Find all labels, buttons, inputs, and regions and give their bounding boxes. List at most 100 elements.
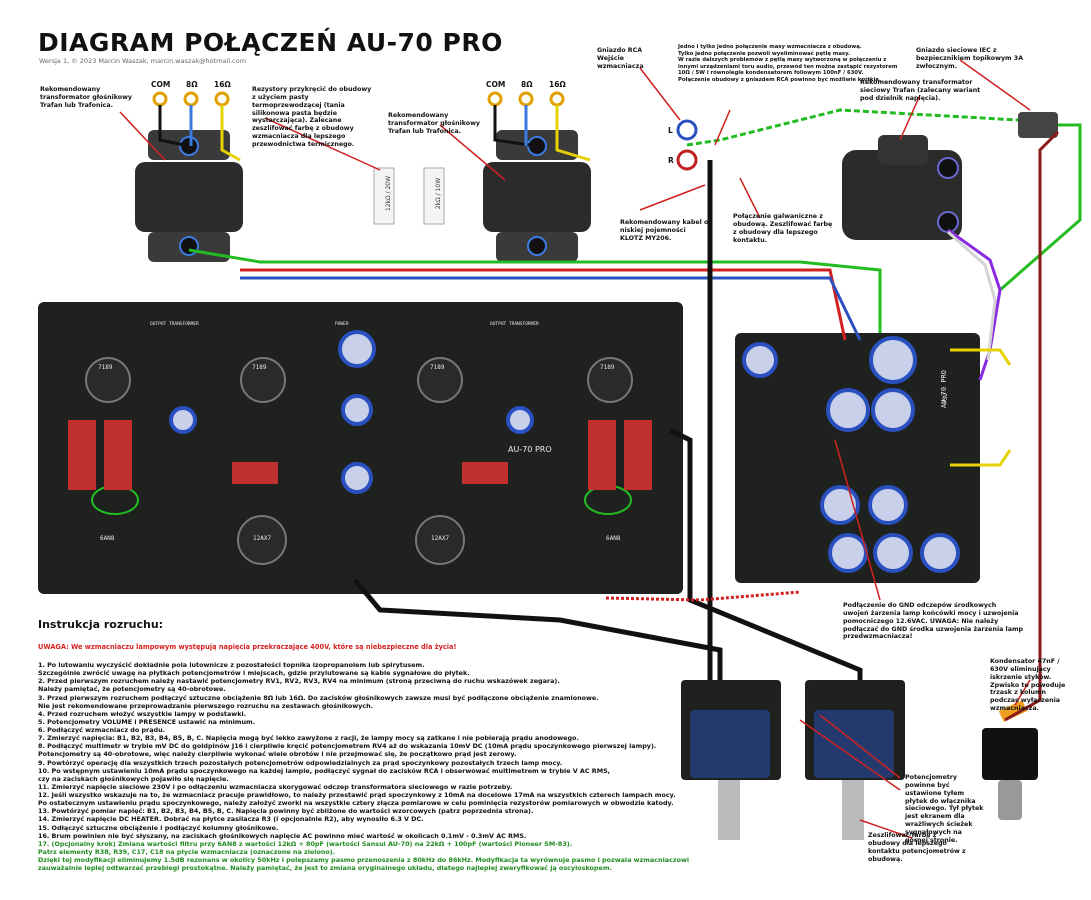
note-pots: Potencjometry powinne być ustawione tyłe… [905, 774, 984, 844]
note-gnd-heater: Podłączenie do GND odczepów środkowych u… [843, 602, 1024, 641]
terminal-8ohm-left: 8Ω [186, 80, 198, 89]
electrolytic-cap [869, 336, 917, 384]
instruction-step: 15. Odłączyć sztuczne obciążenie i podłą… [38, 823, 279, 832]
instruction-step: 12. Jeśli wszystko wskazuje na to, że wz… [38, 791, 676, 799]
speaker-terminals-left [152, 91, 230, 107]
instruction-step: Po ostatecznym ustawieniu prądu spoczynk… [38, 799, 674, 808]
instruction-step: 6. Podłączyć wzmacniacz do prądu. [38, 726, 166, 734]
psu-pcb [735, 333, 980, 583]
electrolytic-cap [820, 485, 860, 525]
tube-socket [415, 515, 465, 565]
instruction-step: 14. Zmierzyć napięcie DC HEATER. Dobrać … [38, 815, 424, 824]
note-transformer-mid: Rekomendowany transformator głośnikowy T… [388, 112, 481, 135]
note-iec: Gniazdo sieciowe IEC z bezpiecznikiem to… [916, 47, 1024, 70]
pot-presence [805, 680, 905, 840]
terminal-16ohm-right: 16Ω [549, 80, 566, 89]
instruction-step: 13. Powtórzyć pomiar napięć: B1, B2, B3,… [38, 807, 534, 816]
instruction-step: 9. Powtórzyć operację dla wszystkich trz… [38, 758, 563, 767]
electrolytic-cap [873, 533, 913, 573]
rca-jack-left [676, 119, 698, 141]
tube-socket [417, 357, 463, 403]
instruction-step: Szczególnie zwrócić uwagę na płytkach po… [38, 669, 470, 678]
rca-label-r: R [668, 156, 674, 165]
electrolytic-cap [169, 406, 197, 434]
instructions-optional-steps: 17. (Opcjonalny krok) Zmiana wartości fi… [38, 840, 708, 873]
note-rca-input: Gniazdo RCA Wejście wzmacniacza [597, 47, 644, 70]
terminal-com-left: COM [151, 80, 171, 89]
output-transformer-left [135, 130, 243, 262]
note-capacitor: Kondensator 47nF / 630V eliminujący iskr… [990, 658, 1066, 713]
electrolytic-cap [868, 485, 908, 525]
film-cap [104, 420, 132, 490]
note-galvanic: Połączenie galwaniczne z obudową. Zeszli… [733, 213, 833, 244]
instruction-step: 16. Brum powinien nie być słyszany, na z… [38, 831, 527, 840]
note-transformer-left: Rekomendowany transformator głośnikowy T… [40, 86, 133, 109]
page-title: DIAGRAM POŁĄCZEŃ AU-70 PRO [38, 28, 503, 57]
film-cap [462, 462, 508, 484]
tube-socket [237, 515, 287, 565]
electrolytic-cap [826, 388, 870, 432]
instruction-step: 3. Przed pierwszym rozruchem podłączyć s… [38, 693, 599, 702]
instruction-step-optional: zauważalnie lepiej odtwarzać przebiegi p… [38, 864, 612, 873]
startup-instructions: Instrukcja rozruchu: UWAGA: We wzmacniac… [38, 618, 708, 872]
power-resistor-2k [423, 167, 445, 225]
switch-capacitor [998, 700, 1028, 722]
connector-label: OUTPUT TRANSFORMER [150, 322, 199, 327]
tube-socket [240, 357, 286, 403]
film-cap [232, 462, 278, 484]
note-cable: Rekomendowany kabel o niskiej pojemności… [620, 219, 709, 242]
resistor-label: 2kΩ / 10W [435, 177, 443, 210]
tube-socket [587, 357, 633, 403]
instruction-step: 8. Podłączyć multimetr w trybie mV DC do… [38, 742, 657, 751]
tube-label: 7189 [98, 364, 113, 371]
instructions-steps: 1. Po lutowaniu wyczyścić dokładnie pola… [38, 661, 708, 840]
note-ground: Jedno i tylko jedno połączenie masy wzma… [678, 44, 898, 84]
psu-pcb-sub: PSU [941, 393, 949, 404]
instruction-step: Potencjometry są 40-obrotowe, więc należ… [38, 750, 517, 759]
driver-tube-label: 12AX7 [253, 535, 272, 542]
instruction-step: 1. Po lutowaniu wyczyścić dokładnie pola… [38, 661, 425, 669]
film-cap [588, 420, 616, 490]
terminal-com-right: COM [486, 80, 506, 89]
instructions-warning: UWAGA: We wzmacniaczu lampowym występują… [38, 643, 457, 651]
output-transformer-right [483, 130, 591, 262]
electrolytic-cap [338, 330, 376, 368]
instruction-step: 7. Zmierzyć napięcia: B1, B2, B3, B4, B5… [38, 734, 579, 743]
electrolytic-cap [871, 388, 915, 432]
rca-label-l: L [668, 126, 673, 135]
mains-switch [982, 728, 1038, 820]
pcb-title: AU-70 PRO [508, 445, 552, 454]
electrolytic-cap [341, 462, 373, 494]
driver-tube-label: 6AN8 [100, 535, 115, 542]
tube-socket [85, 357, 131, 403]
connector-label: POWER [335, 322, 349, 327]
instruction-step: 2. Przed pierwszym rozruchem należy nast… [38, 677, 560, 686]
film-cap [624, 420, 652, 490]
instruction-step: 10. Po wstępnym ustawieniu 10mA prądu sp… [38, 766, 611, 775]
terminal-16ohm-left: 16Ω [214, 80, 231, 89]
note-mains-transformer: Rekomendowany transformator sieciowy Tra… [860, 79, 981, 102]
instruction-step: 5. Potencjometry VOLUME i PRESENCE ustaw… [38, 717, 256, 726]
film-cap [68, 420, 96, 490]
driver-tube-label: 12AX7 [431, 535, 450, 542]
note-pot-grind: Zeszlifować farbę z obudowy dla lepszego… [868, 832, 966, 863]
main-amp-pcb [38, 302, 683, 594]
instruction-step: czy na zaciskach głośnikowych pojawiło s… [38, 774, 229, 783]
electrolytic-cap [341, 394, 373, 426]
tube-label: 7189 [430, 364, 445, 371]
wires [158, 105, 1082, 722]
instruction-step: Nie jest rekomendowane przeprowadzanie p… [38, 701, 374, 710]
instructions-title: Instrukcja rozruchu: [38, 618, 164, 631]
connector-label: OUTPUT TRANSFORMER [490, 322, 539, 327]
terminal-8ohm-right: 8Ω [521, 80, 533, 89]
pot-volume [681, 680, 781, 840]
note-resistors: Rezystory przykręcić do obudowy z użycie… [252, 86, 372, 149]
iec-socket [1018, 112, 1058, 138]
instruction-step-optional: Dzięki tej modyfikacji eliminujemy 1.5dB… [38, 856, 690, 864]
electrolytic-cap [506, 406, 534, 434]
instruction-step: Należy pamiętać, że potencjometry są 40-… [38, 685, 226, 694]
electrolytic-cap [828, 533, 868, 573]
tube-label: 7189 [252, 364, 267, 371]
electrolytic-cap [920, 533, 960, 573]
